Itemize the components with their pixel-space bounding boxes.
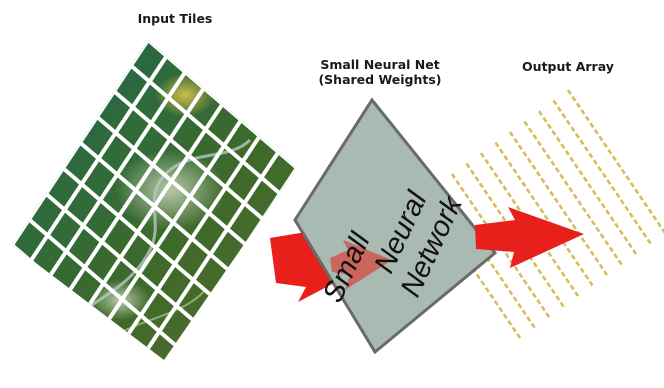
output-line xyxy=(450,173,551,318)
network-box xyxy=(293,97,498,355)
tile-gap-horizontal xyxy=(78,140,231,273)
output-line xyxy=(537,110,638,255)
river-line xyxy=(58,138,252,332)
output-array-label: Output Array xyxy=(522,59,614,74)
input-tiles-grid xyxy=(12,40,297,360)
input-tiles-label: Input Tiles xyxy=(138,11,213,26)
arrow-through-box xyxy=(330,240,392,290)
tile-gap-horizontal xyxy=(44,192,197,324)
net-title-line1: Small Neural Net xyxy=(320,57,439,72)
output-line xyxy=(479,152,580,297)
output-line xyxy=(523,120,623,266)
tile-gap-horizontal xyxy=(129,64,282,196)
output-line xyxy=(508,131,609,276)
output-line xyxy=(552,99,652,245)
output-line xyxy=(465,162,565,308)
tile-gaps xyxy=(12,40,297,360)
town-patch xyxy=(115,150,225,230)
tile-gap-horizontal xyxy=(27,217,180,349)
tile-gap-horizontal xyxy=(112,89,265,221)
tile-gap-horizontal xyxy=(61,166,214,298)
output-arrow xyxy=(475,207,584,268)
output-line xyxy=(566,89,664,234)
net-title-line2: (Shared Weights) xyxy=(318,72,441,87)
output-line xyxy=(494,141,594,287)
tile-gap-horizontal xyxy=(95,115,248,247)
tile-gap-horizontal xyxy=(146,40,297,170)
